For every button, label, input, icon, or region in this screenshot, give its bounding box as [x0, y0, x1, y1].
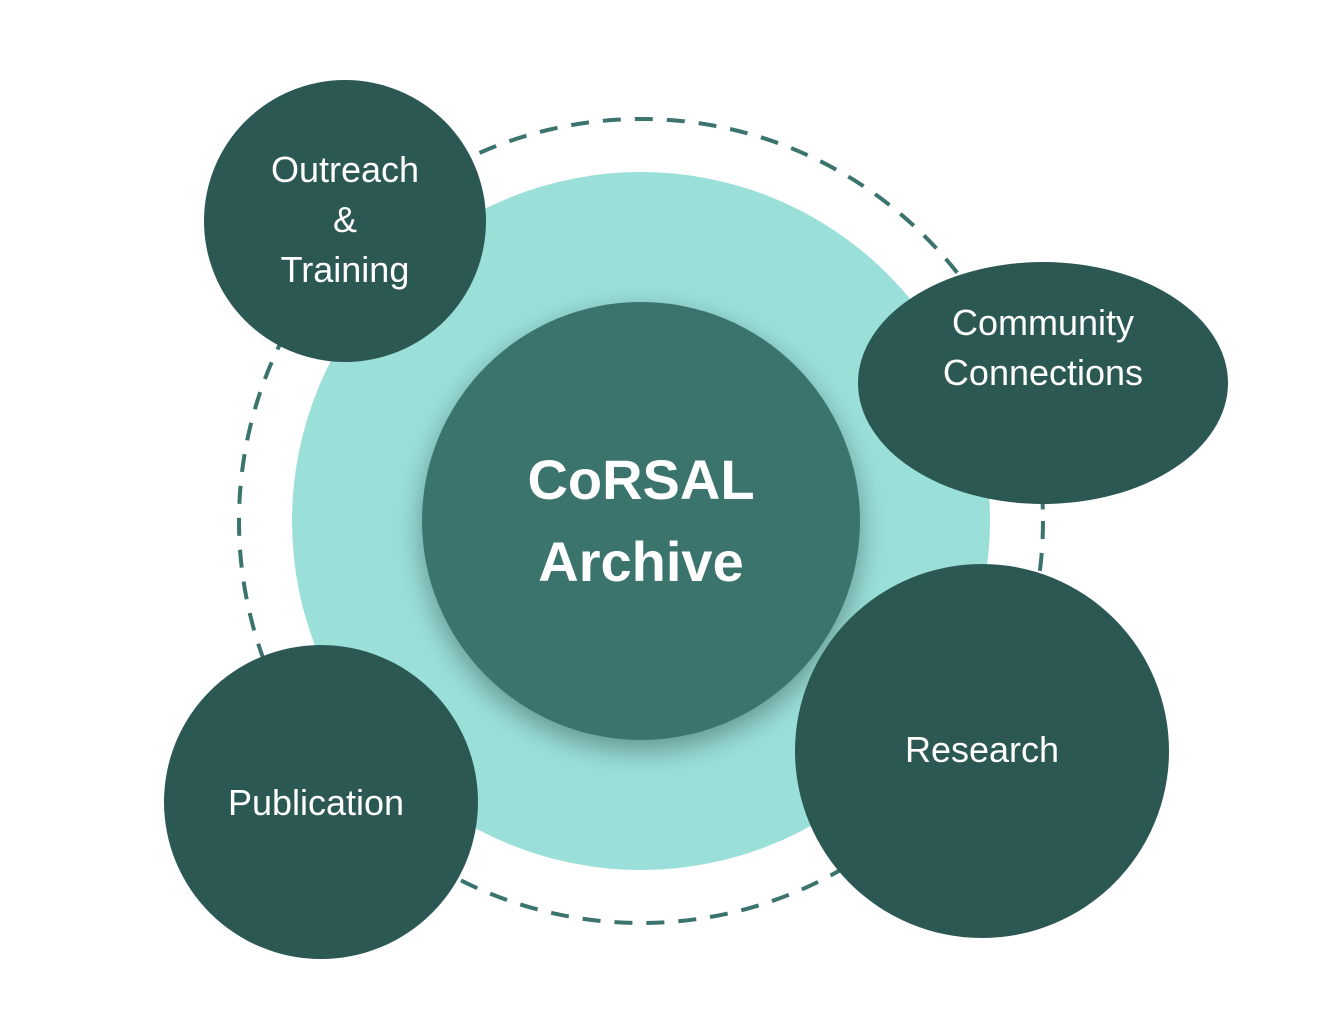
outreach-training-node: [204, 80, 486, 362]
publication-node: [164, 645, 478, 959]
research-node: [795, 564, 1169, 938]
center-circle: [422, 302, 860, 740]
dashed-orbit-ring: [237, 117, 1045, 925]
community-connections-node: [858, 262, 1228, 504]
